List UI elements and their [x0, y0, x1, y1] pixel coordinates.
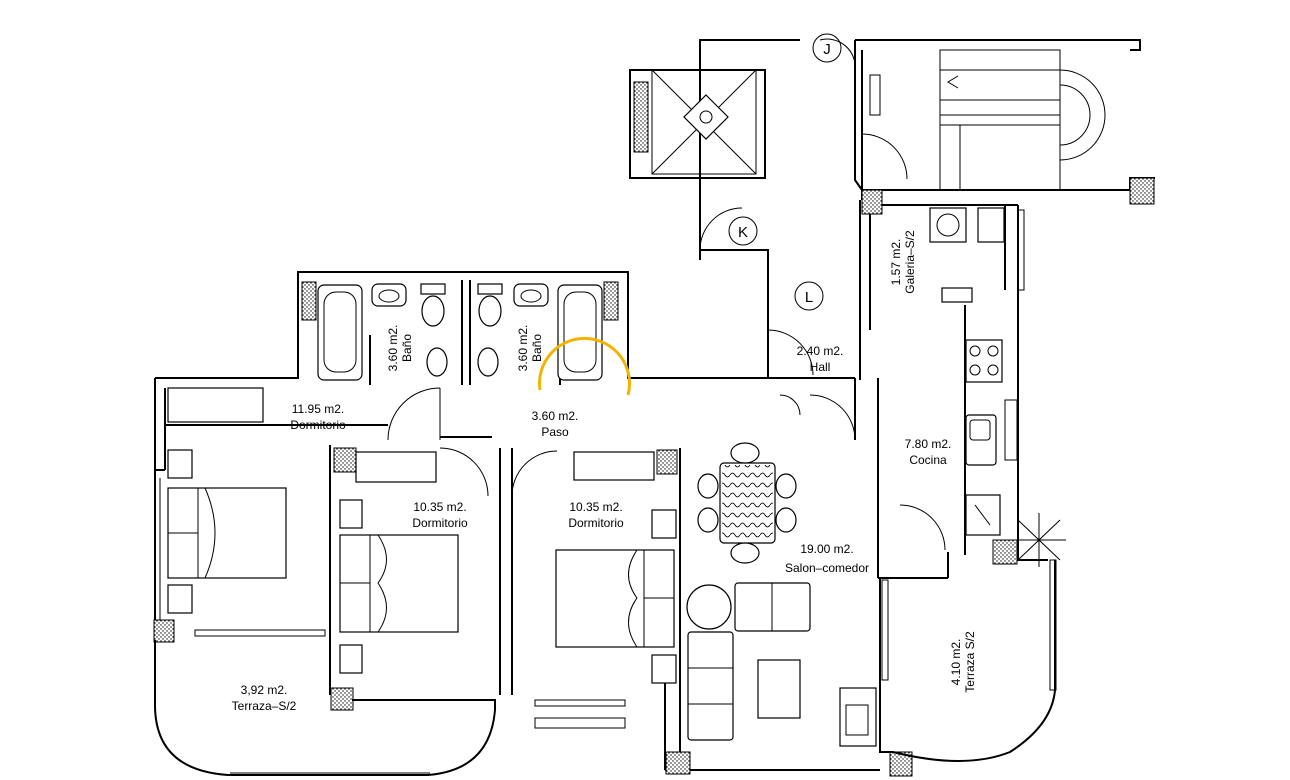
- bano-2-area: 3.60 m2.: [516, 325, 530, 372]
- room-label-terraza-2: 4.10 m2. Terraza S/2: [949, 631, 977, 693]
- elevator-shaft: [629, 69, 766, 179]
- terraces: [154, 552, 1056, 776]
- room-label-hall: 2.40 m2. Hall: [797, 344, 844, 374]
- ducts: [153, 189, 1018, 777]
- bedroom-1-furniture: [159, 387, 287, 620]
- windows: [194, 209, 1057, 729]
- marker-j-label: J: [823, 41, 831, 58]
- terraza-1-name: Terraza–S/2: [232, 699, 297, 713]
- room-label-salon: 19.00 m2. Salon–comedor: [785, 542, 869, 575]
- dormitorio-1-area: 11.95 m2.: [292, 402, 344, 416]
- marker-k: K: [728, 216, 758, 246]
- paso-area: 3.60 m2.: [532, 409, 579, 423]
- room-label-galeria: 1.57 m2. Galeria–S/2: [889, 230, 917, 294]
- bano-2-name: Baño: [530, 334, 544, 362]
- galeria-area: 1.57 m2.: [889, 239, 903, 286]
- terraza-2-name: Terraza S/2: [963, 631, 977, 693]
- bano-1-name: Baño: [400, 334, 414, 362]
- living-furniture: [686, 442, 877, 747]
- bedroom-2-furniture: [339, 451, 459, 674]
- bano-1-area: 3.60 m2.: [386, 325, 400, 372]
- staircase: [869, 49, 1155, 205]
- cocina-area: 7.80 m2.: [905, 437, 952, 451]
- dormitorio-2-name: Dormitorio: [412, 516, 468, 530]
- terraza-1-area: 3,92 m2.: [241, 683, 288, 697]
- door-swings: [387, 38, 946, 551]
- marker-l: L: [794, 281, 824, 311]
- room-label-dormitorio-1: 11.95 m2. Dormitorio: [290, 402, 346, 432]
- room-label-dormitorio-2: 10.35 m2. Dormitorio: [412, 500, 468, 530]
- salon-name: Salon–comedor: [785, 561, 869, 575]
- marker-k-label: K: [738, 224, 748, 241]
- galeria-name: Galeria–S/2: [903, 230, 917, 294]
- kitchen-fixtures: [929, 207, 1066, 567]
- marker-l-label: L: [805, 289, 813, 306]
- salon-area: 19.00 m2.: [800, 542, 853, 556]
- hall-name: Hall: [810, 360, 831, 374]
- room-label-cocina: 7.80 m2. Cocina: [905, 437, 952, 467]
- marker-j: J: [812, 33, 842, 63]
- highlight-arc: [538, 336, 632, 396]
- bedroom-3-furniture: [555, 451, 677, 684]
- room-label-terraza-1: 3,92 m2. Terraza–S/2: [232, 683, 297, 713]
- room-label-dormitorio-3: 10.35 m2. Dormitorio: [568, 500, 624, 530]
- dormitorio-2-area: 10.35 m2.: [413, 500, 466, 514]
- room-label-bano-1: 3.60 m2. Baño: [386, 325, 414, 372]
- outer-walls: [154, 39, 1155, 771]
- terraza-2-area: 4.10 m2.: [949, 639, 963, 686]
- dormitorio-1-name: Dormitorio: [290, 418, 346, 432]
- bathroom-fixtures: [317, 283, 603, 381]
- cocina-name: Cocina: [909, 453, 947, 467]
- dormitorio-3-area: 10.35 m2.: [569, 500, 622, 514]
- room-label-bano-2: 3.60 m2. Baño: [516, 325, 544, 372]
- hall-area: 2.40 m2.: [797, 344, 844, 358]
- room-label-paso: 3.60 m2. Paso: [532, 409, 579, 439]
- paso-name: Paso: [541, 425, 569, 439]
- dormitorio-3-name: Dormitorio: [568, 516, 624, 530]
